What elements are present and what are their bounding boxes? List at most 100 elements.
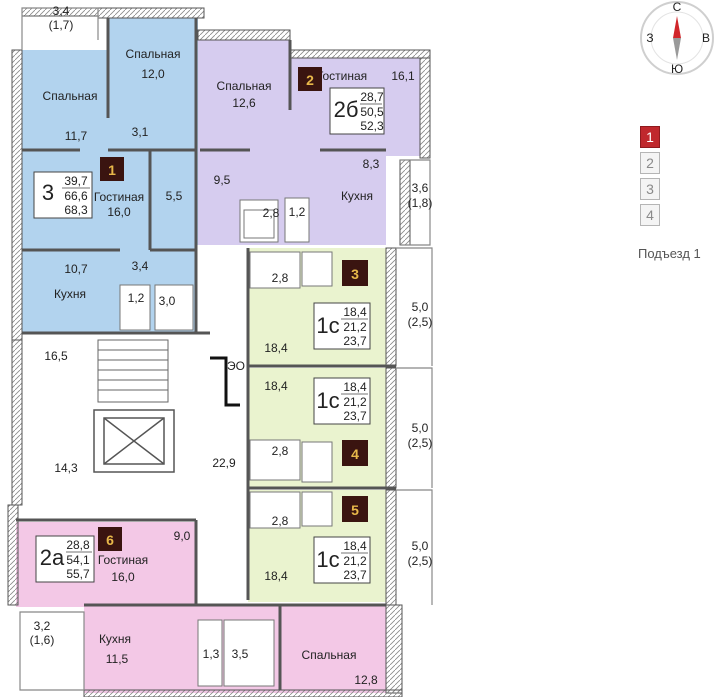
a5-balcony-area: 5,0 — [412, 539, 429, 553]
svg-text:1: 1 — [108, 162, 116, 178]
apartment-badge-4: 4 — [342, 440, 368, 466]
apartment-info-2: 2б 28,7 50,5 52,3 — [329, 87, 385, 135]
a3-room-area: 18,4 — [264, 341, 288, 355]
a4-balcony-sub: (2,5) — [408, 436, 433, 450]
svg-text:3: 3 — [351, 266, 359, 282]
a2-kitchen-area: 8,3 — [363, 157, 380, 171]
a6-living-label: Гостиная — [98, 553, 148, 567]
svg-text:18,4: 18,4 — [343, 539, 367, 553]
balconies — [19, 7, 433, 691]
a5-balcony-sub: (2,5) — [408, 554, 433, 568]
compass-icon: С Ю З В — [640, 0, 714, 76]
apartment-badge-6: 6 — [98, 527, 122, 551]
apartment-info-1: 3 39,7 66,6 68,3 — [33, 171, 93, 219]
svg-text:2: 2 — [306, 72, 314, 88]
apartment-info-3: 1с 18,4 21,2 23,7 — [313, 302, 371, 350]
compass-east: В — [702, 31, 710, 45]
a1-kitchen-area: 10,7 — [64, 262, 88, 276]
a6-living-area: 16,0 — [111, 570, 135, 584]
a1-hall2-area: 3,4 — [132, 259, 149, 273]
a6-hall-area: 9,0 — [174, 529, 191, 543]
apartment-badge-5: 5 — [342, 496, 368, 522]
a6-kitchen-area: 11,5 — [106, 652, 129, 666]
svg-text:21,2: 21,2 — [343, 554, 367, 568]
a4-room-area: 18,4 — [264, 379, 288, 393]
a3-bath-area: 2,8 — [272, 271, 289, 285]
svg-text:4: 4 — [351, 446, 359, 462]
a2-bedroom-area: 12,6 — [232, 96, 256, 110]
staircase — [97, 339, 169, 403]
eo-label: ЭО — [227, 359, 245, 373]
svg-text:2б: 2б — [334, 97, 359, 122]
a1-hall-area: 3,1 — [132, 125, 149, 139]
compass-west: З — [646, 31, 653, 45]
apartment-info-4: 1с 18,4 21,2 23,7 — [313, 377, 371, 425]
apartment-info-5: 1с 18,4 21,2 23,7 — [313, 536, 371, 584]
svg-text:28,8: 28,8 — [66, 538, 90, 552]
a5-room-area: 18,4 — [264, 569, 288, 583]
stair-hall-area: 16,5 — [44, 349, 68, 363]
eo-marker — [210, 356, 240, 407]
a6-wc-area: 1,3 — [203, 647, 220, 661]
a1-bedroom-top-area: 12,0 — [141, 67, 165, 81]
svg-text:52,3: 52,3 — [360, 119, 384, 133]
apartment-1-area[interactable] — [22, 18, 210, 332]
svg-text:6: 6 — [106, 532, 114, 548]
svg-text:1с: 1с — [316, 388, 339, 413]
apartment-badge-3: 3 — [342, 260, 368, 286]
svg-text:68,3: 68,3 — [64, 203, 88, 217]
a4-bath-area: 2,8 — [272, 444, 289, 458]
a1-bedroom-left-area: 11,7 — [65, 129, 88, 143]
svg-text:23,7: 23,7 — [343, 568, 367, 582]
a1-bedroom-left-label: Спальная — [43, 89, 98, 103]
a6-balcony-area: 3,2 — [34, 619, 51, 633]
outer-walls — [7, 7, 431, 697]
a2-kitchen-label: Кухня — [341, 189, 373, 203]
bath-fixtures — [119, 197, 333, 687]
lift-hall-area: 14,3 — [54, 461, 78, 475]
a2-hall-area: 9,5 — [214, 173, 231, 187]
entrance-button-3[interactable]: 3 — [640, 178, 660, 200]
svg-text:21,2: 21,2 — [343, 320, 367, 334]
svg-text:18,4: 18,4 — [343, 305, 367, 319]
a1-bedroom-top-label: Спальная — [126, 47, 181, 61]
svg-text:2а: 2а — [40, 545, 65, 570]
svg-text:3: 3 — [42, 180, 54, 205]
a6-bath-area: 3,5 — [232, 647, 249, 661]
svg-text:1с: 1с — [316, 313, 339, 338]
a1-wc-area: 1,2 — [128, 291, 145, 305]
a3-balcony-area: 5,0 — [412, 300, 429, 314]
room-labels: 3,4 (1,7) Спальная 12,0 Спальная 11,7 3,… — [30, 4, 433, 687]
svg-text:23,7: 23,7 — [343, 334, 367, 348]
a1-living-area: 16,0 — [107, 205, 131, 219]
apartment-badge-1: 1 — [100, 157, 124, 181]
entrance-button-4[interactable]: 4 — [640, 204, 660, 226]
a1-living-label: Гостиная — [94, 190, 144, 204]
interior-walls — [16, 18, 396, 690]
a1-kitchen-label: Кухня — [54, 287, 86, 301]
svg-text:18,4: 18,4 — [343, 380, 367, 394]
svg-text:55,7: 55,7 — [66, 567, 90, 581]
apartment-info-boxes: 3 39,7 66,6 68,3 2б 28,7 50,5 52,3 1с 18… — [33, 87, 385, 584]
entrance-button-1[interactable]: 1 — [640, 126, 660, 148]
common-area — [22, 245, 248, 605]
a2-balcony-sub: (1,8) — [408, 196, 433, 210]
a1-corridor-area: 5,5 — [166, 189, 183, 203]
a6-kitchen-label: Кухня — [99, 632, 131, 646]
corridor-area: 22,9 — [212, 456, 236, 470]
a2-balcony-area: 3,6 — [412, 181, 429, 195]
apartment-badges: 1 2 3 4 5 6 — [98, 67, 368, 551]
apartment-badge-2: 2 — [298, 67, 322, 91]
a6-balcony-sub: (1,6) — [30, 633, 55, 647]
apartment-info-6: 2а 28,8 54,1 55,7 — [35, 535, 95, 583]
elevator-shaft — [93, 409, 175, 473]
svg-text:50,5: 50,5 — [360, 105, 384, 119]
a1-bath-area: 3,0 — [159, 294, 176, 308]
compass-south: Ю — [671, 62, 683, 76]
a6-bedroom-label: Спальная — [302, 648, 357, 662]
a3-balcony-sub: (2,5) — [408, 315, 433, 329]
balcony-sub-top: (1,7) — [49, 18, 74, 32]
entrance-button-2[interactable]: 2 — [640, 152, 660, 174]
a2-bath-area: 2,8 — [263, 206, 280, 220]
